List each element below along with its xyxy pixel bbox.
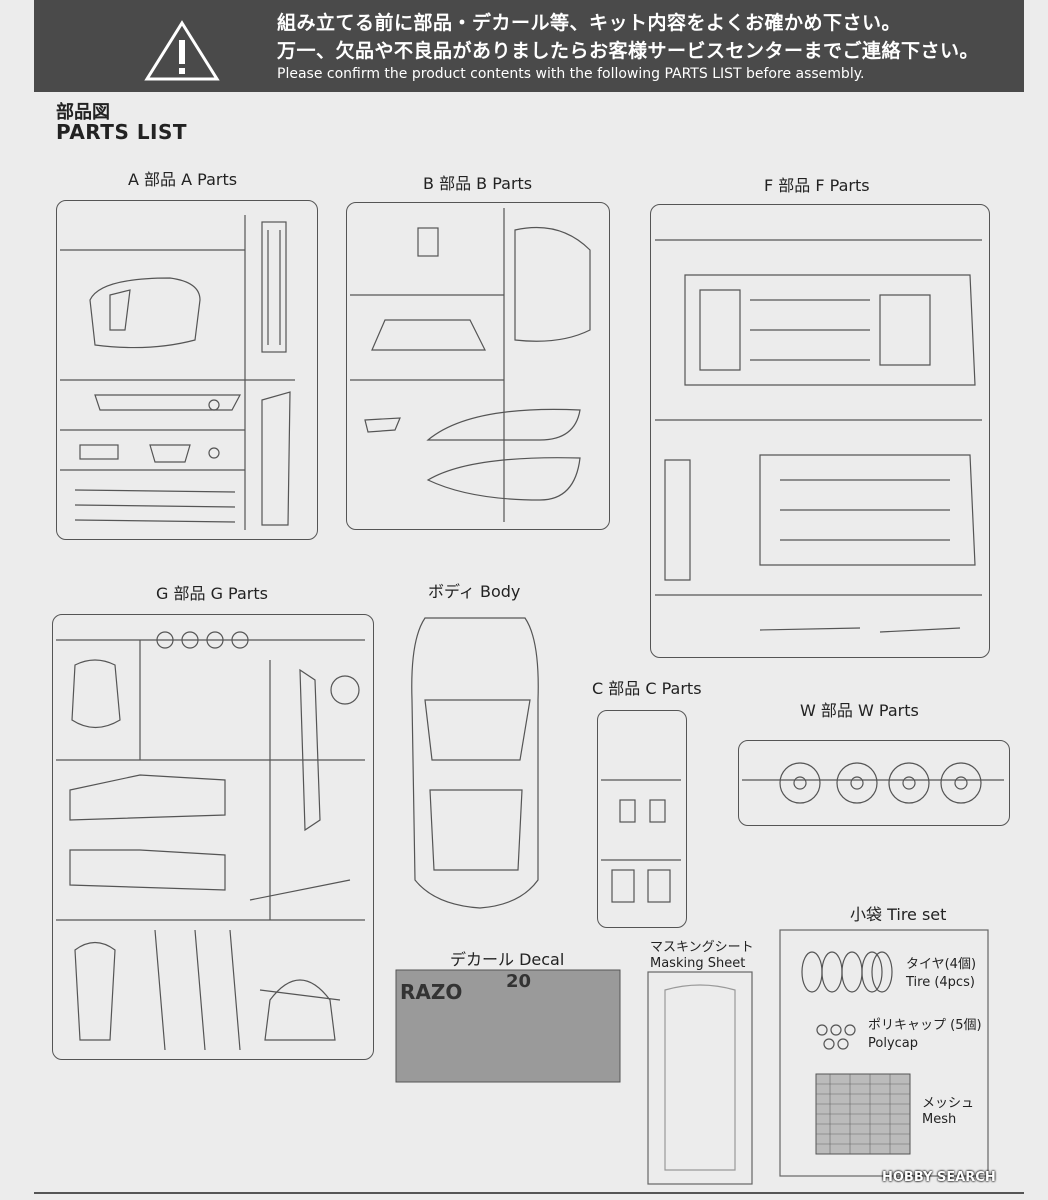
bottom-rule — [34, 1192, 1024, 1194]
mesh-label-jp: メッシュ — [922, 1096, 975, 1111]
tire-label: Tire (4pcs) — [906, 975, 975, 990]
banner-line-2: 万一、欠品や不良品がありましたらお客様サービスセンターまでご連絡下さい。 — [277, 40, 980, 62]
page-title-jp: 部品図 — [56, 102, 110, 123]
warning-banner: 組み立てる前に部品・デカール等、キット内容をよくお確かめ下さい。 万一、欠品や不… — [34, 0, 1024, 92]
section-label-g: G 部品 G Parts — [156, 584, 268, 603]
page-title: PARTS LIST — [56, 120, 188, 144]
warning-triangle-icon — [144, 20, 220, 81]
section-label-masking-jp: マスキングシート — [650, 940, 754, 955]
section-label-b: B 部品 B Parts — [423, 174, 533, 193]
section-label-c: C 部品 C Parts — [592, 679, 702, 698]
watermark: HOBBY SEARCH — [882, 1170, 996, 1185]
runner-w — [738, 740, 1010, 826]
section-label-f: F 部品 F Parts — [764, 176, 870, 195]
section-label-w: W 部品 W Parts — [800, 701, 919, 720]
polycap-label-jp: ポリキャップ (5個) — [868, 1018, 982, 1033]
section-label-body: ボディ Body — [428, 582, 521, 601]
runner-a — [56, 200, 318, 540]
tire-label-jp: タイヤ(4個) — [906, 957, 977, 972]
decal-sheet — [395, 969, 621, 1083]
polycap-label: Polycap — [868, 1036, 919, 1051]
section-label-a: A 部品 A Parts — [128, 170, 238, 189]
section-label-tire: 小袋 Tire set — [850, 905, 947, 924]
decal-brand: RAZO — [400, 980, 463, 1004]
banner-line-1: 組み立てる前に部品・デカール等、キット内容をよくお確かめ下さい。 — [277, 12, 902, 34]
banner-line-en: Please confirm the product contents with… — [277, 66, 865, 82]
section-label-decal: デカール Decal — [450, 950, 565, 969]
runner-c — [597, 710, 687, 928]
mesh-label: Mesh — [922, 1112, 957, 1127]
runner-g — [52, 614, 374, 1060]
section-label-masking: Masking Sheet — [650, 956, 746, 971]
runner-b — [346, 202, 610, 530]
decal-number: 20 — [506, 971, 532, 992]
runner-f — [650, 204, 990, 658]
